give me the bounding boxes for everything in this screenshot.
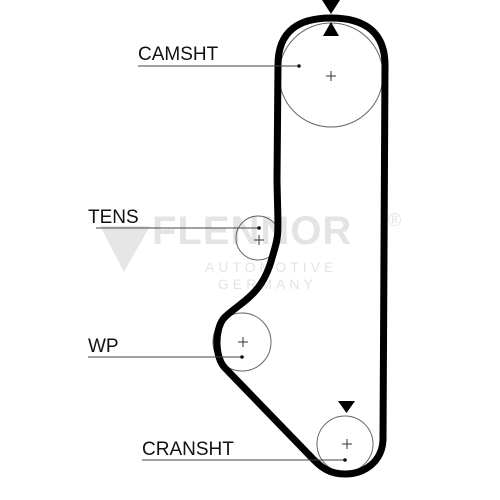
leader-lines (88, 65, 345, 461)
crankshaft-center-icon (342, 439, 352, 449)
tensioner-leader-dot (257, 226, 261, 230)
camshaft-timing-mark-bottom-icon (323, 22, 339, 36)
watermark-line2: GERMANY (218, 276, 317, 292)
camshaft-leader-dot (297, 64, 301, 68)
watermark-brand: FLENNOR (152, 209, 352, 253)
center-markers (238, 71, 352, 449)
water-pump-center-icon (238, 337, 248, 347)
camshaft-center-icon (326, 71, 336, 81)
tensioner-center-icon (254, 235, 264, 245)
water-pump-label: WP (88, 336, 119, 357)
watermark-logo-icon (100, 226, 150, 272)
leader-dots (240, 64, 347, 462)
pulley-labels: CAMSHT TENS WP CRANSHT (88, 44, 234, 460)
water-pump-leader-dot (240, 355, 244, 359)
watermark: FLENNOR ® AUTOMOTIVE GERMANY (100, 209, 401, 292)
camshaft-timing-mark-top-icon (322, 0, 340, 14)
timing-marks (322, 0, 355, 413)
timing-belt (213, 14, 389, 478)
tensioner-label: TENS (88, 207, 139, 228)
watermark-registered-mark: ® (388, 210, 401, 230)
crankshaft-leader-dot (343, 458, 347, 462)
crankshaft-label: CRANSHT (142, 439, 234, 460)
water-pump-pulley (212, 312, 272, 372)
camshaft-label: CAMSHT (138, 44, 219, 65)
crankshaft-timing-mark-icon (338, 401, 355, 413)
